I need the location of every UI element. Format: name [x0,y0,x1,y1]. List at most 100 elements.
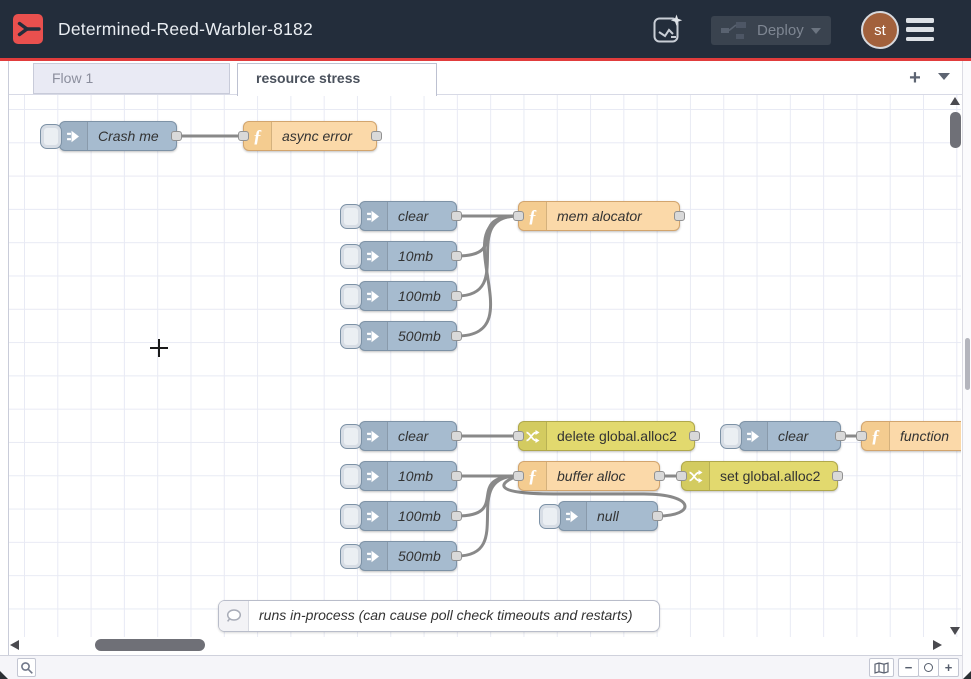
deploy-button[interactable]: Deploy [711,16,831,45]
inject-trigger-button[interactable] [40,124,62,149]
output-port[interactable] [674,211,685,221]
inject-trigger-button[interactable] [340,204,362,229]
output-port[interactable] [451,431,462,441]
inject-icon [360,422,388,450]
search-button[interactable] [17,658,36,677]
node-inject-clear[interactable]: clear [340,201,462,231]
output-port[interactable] [451,511,462,521]
app-logo[interactable] [13,14,43,44]
node-label: clear [778,428,809,444]
header-bar: Determined-Reed-Warbler-8182 Deploy st [0,0,971,58]
node-label: 10mb [398,468,434,484]
output-port[interactable] [654,471,665,481]
inject-trigger-button[interactable] [340,504,362,529]
output-port[interactable] [832,471,843,481]
input-port[interactable] [513,471,524,481]
output-port[interactable] [451,251,462,261]
inject-trigger-button[interactable] [340,244,362,269]
inject-trigger-button[interactable] [720,424,742,449]
deploy-label: Deploy [757,22,804,39]
node-inject-null[interactable]: null [539,501,663,531]
zoom-out-button[interactable]: − [898,658,919,677]
node-change-set-global-alloc2[interactable]: set global.alloc2 [676,461,843,491]
window-scrollbar [962,61,971,679]
inject-trigger-button[interactable] [340,324,362,349]
window-scrollbar-thumb[interactable] [965,338,970,390]
tab-resource-stress[interactable]: resource stress [237,63,437,96]
flow-fork-icon [13,14,43,44]
inject-trigger-button[interactable] [539,504,561,529]
inject-trigger-button[interactable] [340,284,362,309]
scroll-up-arrow[interactable] [950,97,960,105]
magnifier-icon [20,661,33,674]
workspace-left-edge [0,61,9,679]
map-icon [874,661,889,674]
input-port[interactable] [856,431,867,441]
inject-icon [360,462,388,490]
input-port[interactable] [676,471,687,481]
node-label: delete global.alloc2 [557,428,677,444]
output-port[interactable] [451,331,462,341]
wire[interactable] [455,214,520,338]
node-inject-clear[interactable]: clear [720,421,846,451]
inject-icon [360,282,388,310]
output-port[interactable] [451,551,462,561]
horizontal-scrollbar-thumb[interactable] [95,639,205,651]
output-port[interactable] [171,131,182,141]
node-inject-100mb[interactable]: 100mb [340,281,462,311]
node-change-delete-global-alloc2[interactable]: delete global.alloc2 [513,421,700,451]
output-port[interactable] [835,431,846,441]
navigator-toggle-button[interactable] [869,658,894,677]
node-comment-runs-in-process-can-cause-poll[interactable]: runs in-process (can cause poll check ti… [218,600,660,632]
tab-flow-1[interactable]: Flow 1 [33,63,230,94]
add-flow-button[interactable]: + [903,66,927,90]
scroll-right-arrow[interactable] [933,640,942,650]
scroll-left-arrow[interactable] [10,640,19,650]
zoom-reset-button[interactable] [918,658,939,677]
output-port[interactable] [451,211,462,221]
inject-trigger-button[interactable] [340,544,362,569]
pipeline-icon [721,22,746,39]
wire[interactable] [502,474,687,518]
input-port[interactable] [513,211,524,221]
wire[interactable] [455,474,520,558]
output-port[interactable] [371,131,382,141]
node-inject-10mb[interactable]: 10mb [340,241,462,271]
hamburger-icon [906,18,934,23]
input-port[interactable] [238,131,249,141]
node-inject-100mb[interactable]: 100mb [340,501,462,531]
node-inject-10mb[interactable]: 10mb [340,461,462,491]
output-port[interactable] [652,511,663,521]
inject-icon [360,502,388,530]
window-resize-grip [963,671,971,679]
input-port[interactable] [513,431,524,441]
node-inject-clear[interactable]: clear [340,421,462,451]
node-label: function [900,428,950,444]
inject-trigger-button[interactable] [340,464,362,489]
user-avatar[interactable]: st [861,11,899,49]
node-inject-500mb[interactable]: 500mb [340,321,462,351]
scroll-down-arrow[interactable] [950,627,960,635]
footer-bar: − + [0,655,962,679]
main-menu-button[interactable] [906,18,936,41]
chevron-down-icon[interactable] [811,27,821,34]
assistant-button[interactable] [651,12,685,46]
zoom-in-button[interactable]: + [938,658,959,677]
node-inject-500mb[interactable]: 500mb [340,541,462,571]
node-inject-crash-me[interactable]: Crash me [40,121,182,151]
output-port[interactable] [451,471,462,481]
inject-trigger-button[interactable] [340,424,362,449]
output-port[interactable] [451,291,462,301]
node-label: 100mb [398,508,441,524]
function-icon: ƒ [519,462,547,490]
flow-list-chevron-icon[interactable] [938,73,950,80]
vertical-scrollbar-thumb[interactable] [950,112,961,148]
wire-layer [175,134,863,558]
accent-divider [0,58,971,61]
output-port[interactable] [689,431,700,441]
